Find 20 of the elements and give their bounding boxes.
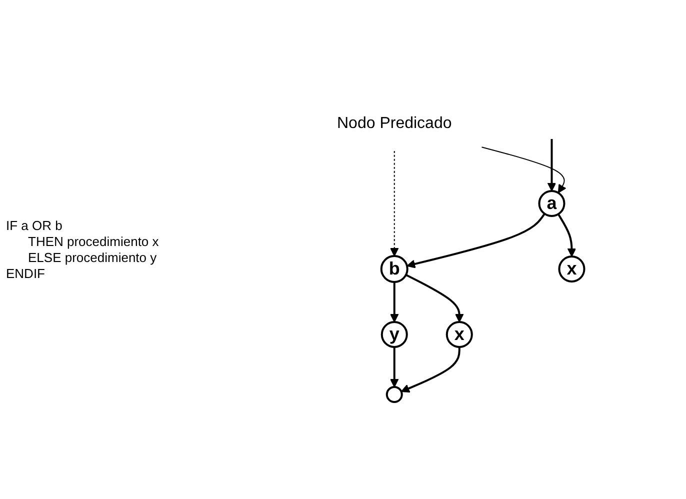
- arrow: [482, 146, 567, 194]
- code-line: THEN procedimiento x: [27, 234, 160, 250]
- arrow: [558, 214, 577, 257]
- arrow: [390, 282, 400, 322]
- node-circle: b: [380, 255, 409, 283]
- node-text: Nodo Predicado: [337, 114, 452, 132]
- arrow: [406, 274, 464, 322]
- arrow: [390, 347, 400, 388]
- node-circle: x: [558, 255, 586, 282]
- code-line: ENDIF: [6, 266, 46, 282]
- node-circle: x: [446, 321, 474, 348]
- arrow: [548, 138, 557, 192]
- node-circle: y: [381, 321, 408, 348]
- node-circle: a: [538, 190, 566, 217]
- code-line: ELSE procedimiento y: [27, 250, 158, 266]
- node-circle: [386, 386, 404, 403]
- arrow: [390, 150, 400, 256]
- arrow: [406, 213, 546, 268]
- code-line: IF a OR b: [6, 218, 64, 234]
- arrow: [401, 347, 461, 393]
